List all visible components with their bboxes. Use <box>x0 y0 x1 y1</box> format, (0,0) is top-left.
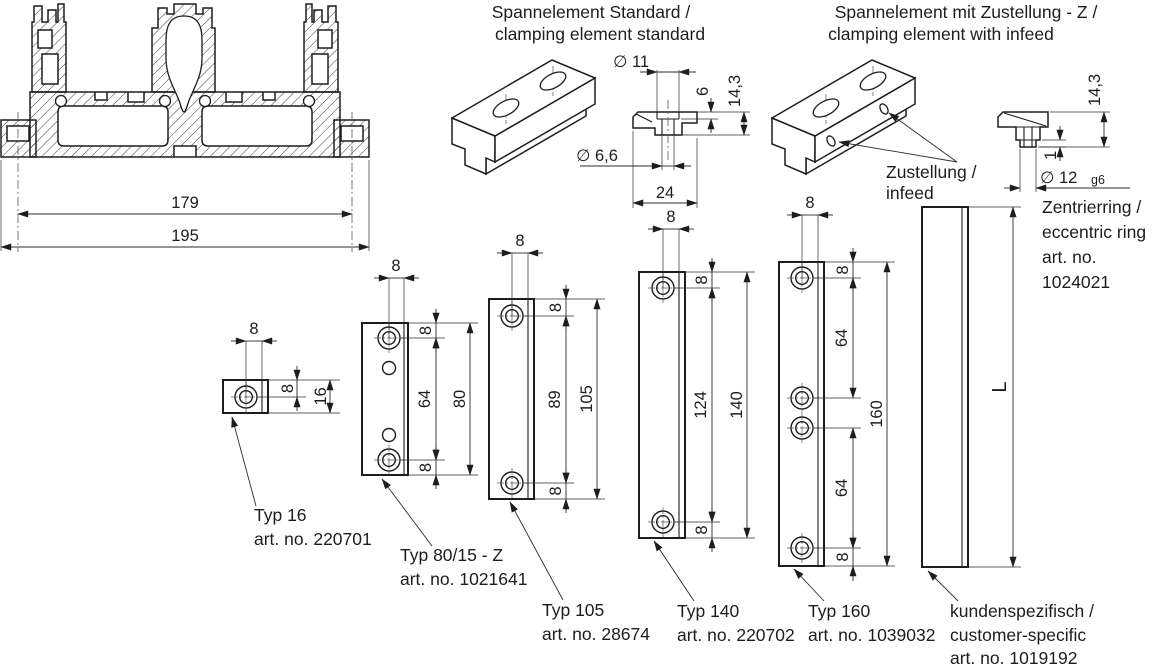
iso-hole <box>539 71 567 91</box>
iso-hole <box>812 98 840 118</box>
plate-art-typ140: art. no. 220702 <box>677 625 795 645</box>
plate-label-typ80: Typ 80/15 - Z <box>400 545 503 565</box>
plate-art-typ160: art. no. 1039032 <box>808 625 935 645</box>
profile-left-tower <box>31 3 67 93</box>
dim-edge-top: 8 <box>547 303 565 312</box>
profile-right-tab <box>333 119 370 158</box>
hole-plain <box>381 427 397 443</box>
plate-art-typ80: art. no. 1021641 <box>400 569 527 589</box>
profile-teardrop-slot <box>165 15 203 113</box>
plate-label-typ160: Typ 160 <box>808 601 871 621</box>
plate-body <box>778 261 825 567</box>
iso-hole <box>859 71 887 91</box>
plate-art-custom: art. no. 1019192 <box>950 648 1077 668</box>
section-infeed-outline <box>997 111 1049 148</box>
plate-custom: L kundenspezifisch / customer-specific a… <box>921 206 1094 668</box>
infeed-hole <box>879 103 889 115</box>
infeed-hole <box>826 135 836 147</box>
dim-span-upper: 64 <box>833 329 851 347</box>
dim-edge-top: 8 <box>693 275 711 284</box>
iso-infeed-view: Zustellung / infeed <box>770 59 977 203</box>
label-infeed-line1: Zustellung / <box>886 162 977 182</box>
dim-overall: 80 <box>451 390 469 408</box>
iso-standard-view <box>450 59 597 176</box>
plate-typ105: 8 8 89 8 105 Typ 105 art. no. 28674 <box>488 232 650 644</box>
dim-hole-offset: 8 <box>391 257 400 275</box>
dim-ring-tolerance: g6 <box>1091 173 1105 187</box>
plate-body <box>638 271 686 539</box>
dim-length: L <box>989 381 1011 392</box>
profile-bore <box>198 94 212 108</box>
hole-plain <box>381 360 397 376</box>
title-infeed-line1: Spannelement mit Zustellung - Z / <box>835 2 1098 22</box>
profile-right-tower <box>303 3 339 93</box>
dim-span-lower: 64 <box>833 479 851 497</box>
dim-edge-bottom: 8 <box>693 525 711 534</box>
note-ring-line1: Zentrierring / <box>1042 197 1141 217</box>
plate-label-custom-line1: kundenspezifisch / <box>950 601 1094 621</box>
note-ring-line4: 1024021 <box>1042 272 1110 292</box>
dim-hole-offset: 8 <box>805 194 814 212</box>
dim-inner-width: 179 <box>171 194 199 212</box>
dim-span: 124 <box>692 391 710 419</box>
dim-ring-offset: 1 <box>1042 151 1060 160</box>
plate-label-typ105: Typ 105 <box>542 600 604 620</box>
dim-element-width: 24 <box>656 184 674 202</box>
plate-label-custom-line2: customer-specific <box>950 625 1086 645</box>
plate-body <box>921 206 969 568</box>
dim-counterbore-depth: 6 <box>694 87 712 96</box>
dim-outer-width: 195 <box>171 227 199 245</box>
dim-edge-top: 8 <box>834 265 852 274</box>
dim-overall: 140 <box>728 391 746 419</box>
plate-label-typ16: Typ 16 <box>254 505 307 525</box>
dim-ring-dia: ∅ 12 <box>1040 169 1077 187</box>
dim-edge-bottom: 8 <box>834 552 852 561</box>
dim-edge-bottom: 8 <box>417 463 435 472</box>
section-standard-outline <box>632 111 698 136</box>
plate-typ140: 8 8 124 8 140 Typ 140 art. no. 220702 <box>638 208 795 645</box>
dim-edge-bottom: 8 <box>547 486 565 495</box>
section-infeed-view: 14,3 1 ∅ 12 g6 Zentrierring / eccentric … <box>997 74 1146 292</box>
plate-body <box>488 298 535 500</box>
plate-typ80: 8 8 64 8 80 Typ 80/15 - Z art. no. 10216… <box>361 257 527 589</box>
dim-hole-offset: 8 <box>515 232 524 250</box>
profile-bore <box>158 94 172 108</box>
note-ring-line3: art. no. <box>1042 247 1096 267</box>
label-infeed-line2: infeed <box>886 183 934 203</box>
plate-label-typ140: Typ 140 <box>677 601 740 621</box>
dim-overall: 105 <box>578 385 596 413</box>
dim-overall: 16 <box>312 387 330 405</box>
dim-span: 64 <box>416 390 434 408</box>
dim-counterbore-dia: ∅ 11 <box>613 53 649 71</box>
iso-hole <box>492 98 520 118</box>
dim-edge-top: 8 <box>417 326 435 335</box>
dim-overall: 160 <box>868 400 886 428</box>
title-infeed-line2: clamping element with infeed <box>828 24 1054 44</box>
section-standard-view: ∅ 11 6 14,3 ∅ 6,6 24 <box>576 53 750 208</box>
dim-hole-offset: 8 <box>249 320 258 338</box>
profile-left-tab <box>0 119 37 158</box>
dim-element-height: 14,3 <box>726 75 744 107</box>
plate-art-typ105: art. no. 28674 <box>542 624 650 644</box>
dim-hole-offset: 8 <box>666 208 675 226</box>
note-ring-line2: eccentric ring <box>1042 222 1146 242</box>
plate-art-typ16: art. no. 220701 <box>254 529 372 549</box>
dim-edge-top: 8 <box>279 384 297 393</box>
title-standard-line2: clamping element standard <box>495 24 705 44</box>
dim-span: 89 <box>546 390 564 408</box>
plate-typ16: 8 8 16 Typ 16 art. no. 220701 <box>222 320 372 549</box>
plate-typ160: 8 8 64 64 8 160 Typ 160 art. no. 1039032 <box>778 194 935 645</box>
profile-bore <box>54 94 68 108</box>
profile-bore <box>302 94 316 108</box>
dim-z-height: 14,3 <box>1086 74 1104 106</box>
title-standard-line1: Spannelement Standard / <box>492 2 691 22</box>
profile-cross-section: 179 195 <box>0 3 370 252</box>
dim-hole-dia: ∅ 6,6 <box>576 147 618 165</box>
